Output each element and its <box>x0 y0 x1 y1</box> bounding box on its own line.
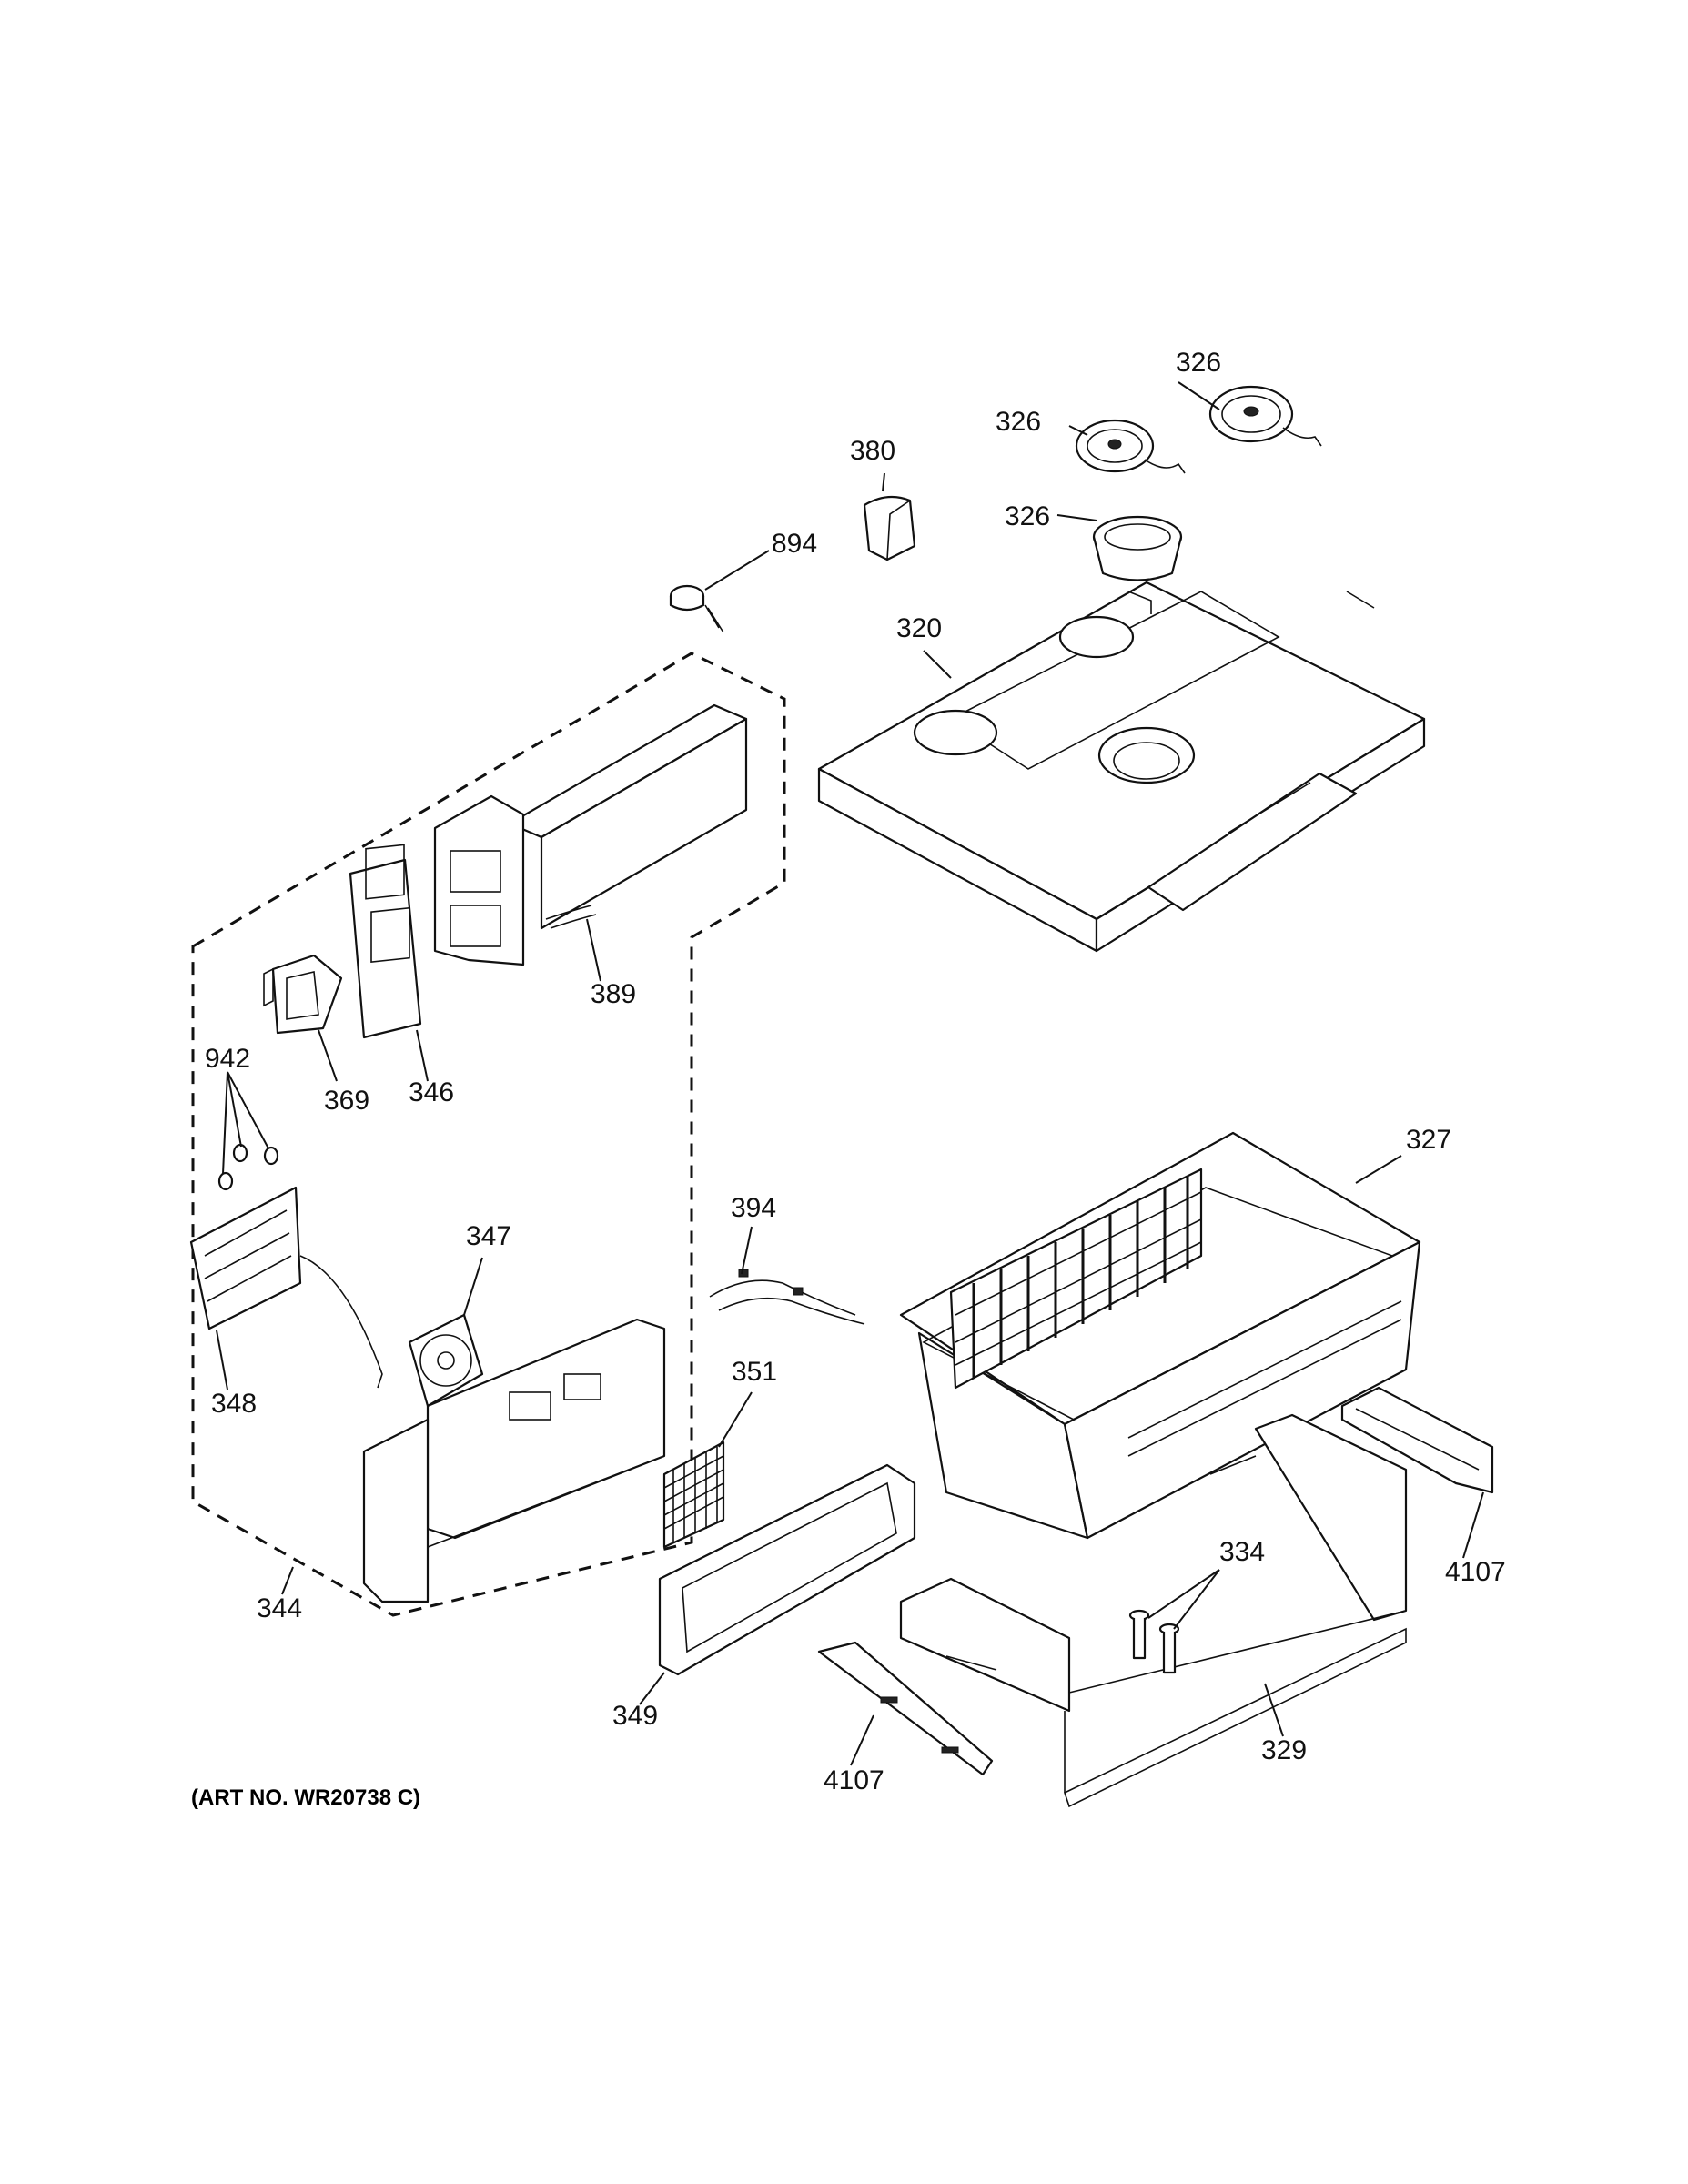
label-349: 349 <box>612 1701 658 1731</box>
part-4107-rail-right <box>1340 1386 1494 1494</box>
label-334: 334 <box>1219 1537 1265 1567</box>
leader-lines <box>216 381 1484 1766</box>
part-329-frame <box>899 1413 1408 1808</box>
label-389: 389 <box>591 979 636 1009</box>
part-326-shroud <box>1092 515 1183 581</box>
label-4107-left: 4107 <box>824 1765 884 1795</box>
part-346-gasket <box>349 844 422 1039</box>
part-369-housing <box>263 954 343 1035</box>
part-327-drawer <box>899 1131 1421 1540</box>
part-air-duct <box>433 703 748 966</box>
label-380: 380 <box>850 436 895 466</box>
part-326-fan-mid <box>1075 419 1186 474</box>
label-4107-right: 4107 <box>1445 1557 1506 1587</box>
part-320-cover <box>817 581 1426 953</box>
label-326-mid: 326 <box>996 407 1041 437</box>
label-347: 347 <box>466 1221 511 1251</box>
part-394-harness <box>709 1269 865 1325</box>
label-346: 346 <box>409 1077 454 1107</box>
part-347-fan <box>408 1313 484 1408</box>
label-344: 344 <box>257 1593 302 1623</box>
part-344-base <box>362 1318 666 1603</box>
part-326-fan-top <box>1208 385 1322 447</box>
part-942-washers <box>217 1143 279 1191</box>
part-389-wire <box>545 905 597 929</box>
label-327: 327 <box>1406 1125 1451 1155</box>
label-326-top: 326 <box>1176 348 1221 378</box>
part-4107-rail-left <box>817 1641 994 1776</box>
part-894-sensor <box>669 584 724 633</box>
part-380-cap <box>863 495 916 561</box>
label-894: 894 <box>772 529 817 559</box>
label-351: 351 <box>732 1357 777 1387</box>
label-369: 369 <box>324 1086 369 1116</box>
label-326-low: 326 <box>1005 501 1050 531</box>
part-348-plate <box>189 1186 383 1389</box>
label-394: 394 <box>731 1193 776 1223</box>
label-320: 320 <box>896 613 942 643</box>
assembly-344-boundary <box>191 652 786 1617</box>
label-348: 348 <box>211 1389 257 1419</box>
label-329: 329 <box>1261 1735 1307 1765</box>
part-349-frame <box>658 1463 916 1676</box>
part-351-mesh <box>662 1441 725 1549</box>
part-334-pins <box>1128 1609 1180 1674</box>
label-942: 942 <box>205 1044 250 1074</box>
art-number: (ART NO. WR20738 C) <box>191 1785 420 1810</box>
